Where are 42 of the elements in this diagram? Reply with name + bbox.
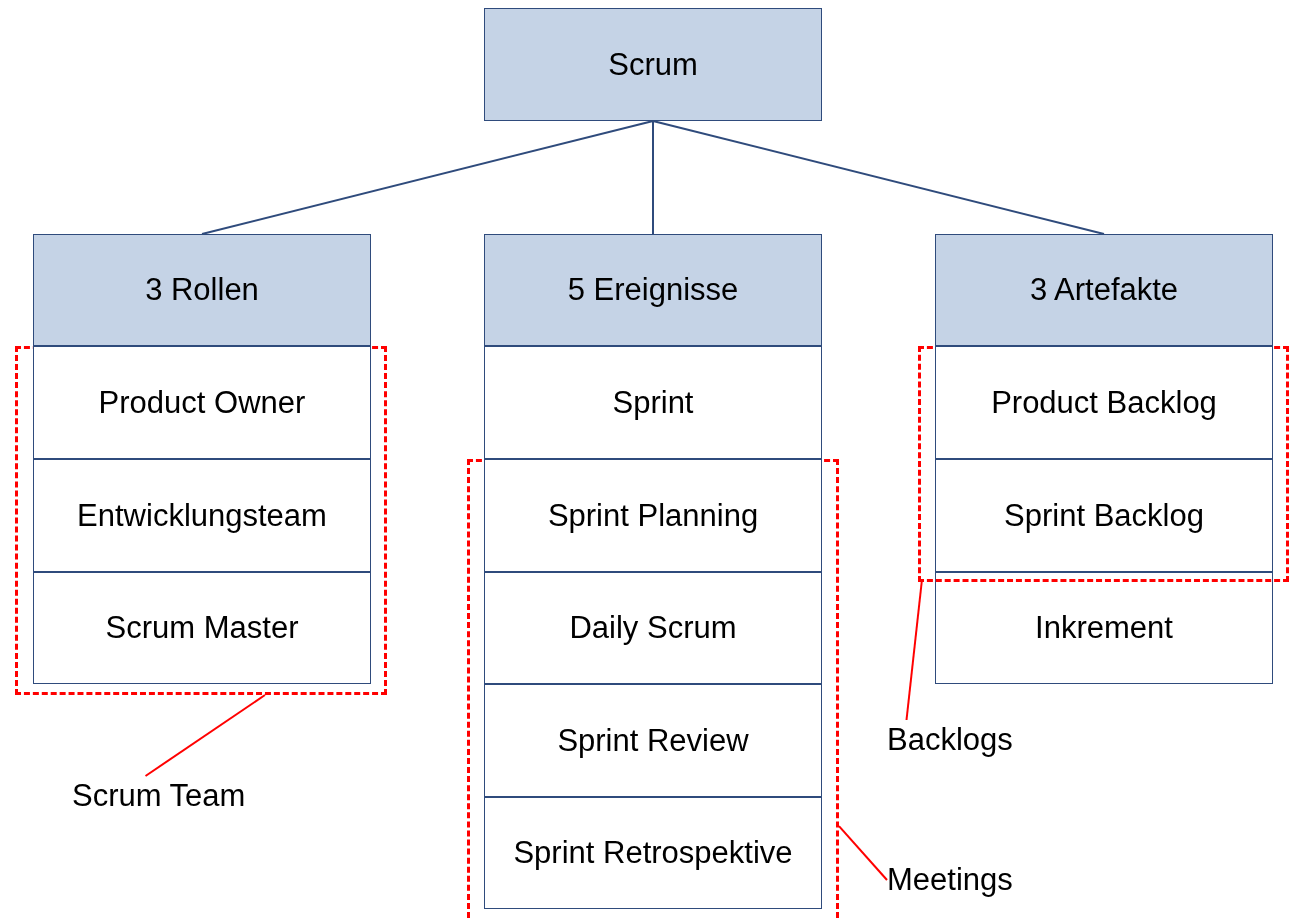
dashed-group-outline (467, 459, 839, 918)
node-label: Scrum Master (105, 610, 299, 646)
node-label: Sprint (612, 384, 694, 421)
node-label: Product Backlog (991, 384, 1217, 421)
node-label: Daily Scrum (569, 610, 737, 646)
header-box (484, 234, 822, 346)
header-box (484, 8, 822, 121)
node-label: Inkrement (1035, 610, 1173, 646)
node-label: 3 Rollen (145, 272, 259, 308)
item-box (484, 684, 822, 797)
leader-line (905, 581, 923, 721)
item-box (935, 572, 1273, 684)
node-label: Sprint Retrospektive (513, 835, 793, 871)
item-box (33, 459, 371, 572)
item-box (935, 346, 1273, 459)
item-box (484, 346, 822, 459)
item-box (33, 572, 371, 684)
leader-line (144, 694, 266, 777)
callout-label: Meetings (887, 862, 1013, 898)
header-box (33, 234, 371, 346)
connector-line (652, 120, 654, 235)
connector-line (201, 120, 654, 235)
node-label: Product Owner (98, 384, 306, 421)
node-label: Sprint Backlog (1004, 497, 1204, 534)
item-box (484, 459, 822, 572)
header-box (935, 234, 1273, 346)
node-label: Sprint Review (557, 722, 749, 759)
node-label: Entwicklungsteam (77, 497, 327, 534)
node-label: Scrum (608, 46, 698, 83)
node-label: 3 Artefakte (1029, 272, 1179, 308)
connector-line (652, 120, 1105, 235)
item-box (484, 797, 822, 909)
item-box (935, 459, 1273, 572)
dashed-group-outline (918, 346, 1289, 582)
callout-label: Scrum Team (72, 778, 246, 814)
node-label: Sprint Planning (547, 497, 759, 534)
dashed-group-outline (15, 346, 387, 695)
item-box (33, 346, 371, 459)
leader-line (838, 825, 888, 881)
callout-label: Backlogs (887, 722, 1013, 758)
item-box (484, 572, 822, 684)
node-label: 5 Ereignisse (567, 272, 739, 308)
